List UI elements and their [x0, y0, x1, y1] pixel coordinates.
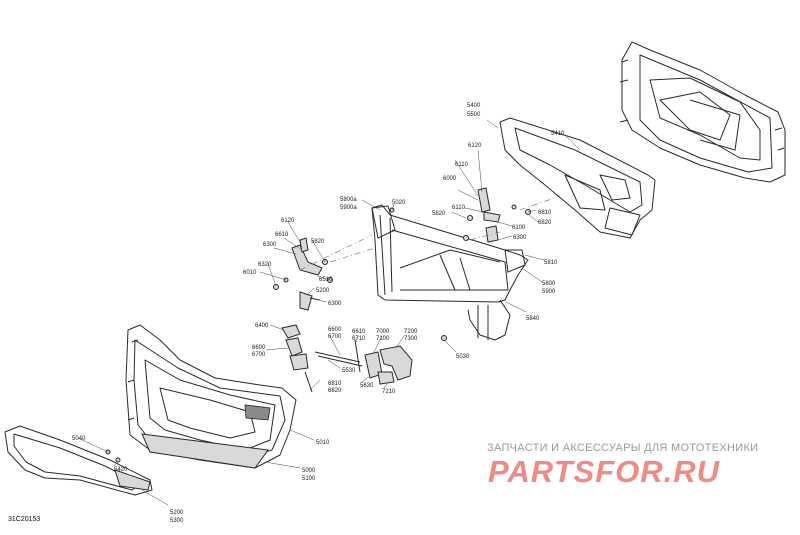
callout-5630: 5630 — [360, 383, 374, 389]
callout-leaders — [77, 119, 581, 506]
watermark-logo: PARTSFOR.RU — [488, 454, 721, 489]
callout-6120: 6120 — [281, 218, 295, 224]
callout-6110: 6110 — [452, 205, 466, 211]
callout-5530: 5530 — [342, 368, 356, 374]
callout-6700: 6700 — [328, 334, 342, 340]
callout-5410: 5410 — [551, 131, 565, 137]
outer-door-panel — [125, 324, 297, 469]
callout-6300: 6300 — [263, 242, 277, 248]
callout-6300: 6300 — [513, 235, 527, 241]
callout-6820: 6820 — [328, 388, 342, 394]
callout-5800a: 5800a — [340, 197, 357, 203]
assembly-centerlines — [299, 195, 561, 271]
callout-6300: 6300 — [328, 301, 342, 307]
callout-5000: 5000 — [302, 468, 316, 474]
callout-6820: 6820 — [538, 220, 552, 226]
callout-5420: 5420 — [114, 467, 128, 473]
callout-7000: 7000 — [376, 329, 390, 335]
callout-6000: 6000 — [443, 176, 457, 182]
door-assembly-view — [619, 41, 786, 183]
hinge-parts-left — [273, 237, 333, 311]
callout-7100: 7100 — [376, 336, 390, 342]
callout-5900: 5900 — [542, 289, 556, 295]
latch-mechanism — [281, 324, 447, 393]
lower-trim-panel — [4, 425, 153, 496]
callout-5820: 5820 — [311, 239, 325, 245]
callout-5010: 5010 — [316, 440, 330, 446]
callout-5200: 5200 — [170, 510, 184, 516]
watermark-tagline: ЗАПЧАСТИ И АКСЕССУАРЫ ДЛЯ МОТОТЕХНИКИ — [487, 442, 759, 454]
callout-6700: 6700 — [252, 352, 266, 358]
callout-5100: 5100 — [302, 476, 316, 482]
callout-5040: 5040 — [72, 436, 86, 442]
callout-6610: 6610 — [275, 232, 289, 238]
callout-6810: 6810 — [538, 210, 552, 216]
inner-door-panel — [499, 117, 656, 239]
diagram-code: 31C20153 — [8, 516, 41, 523]
callout-5840: 5840 — [526, 316, 540, 322]
callout-6600: 6600 — [328, 327, 342, 333]
callout-5020: 5020 — [392, 200, 406, 206]
callout-6600: 6600 — [252, 345, 266, 351]
callout-6510: 6510 — [319, 277, 333, 283]
callout-7210: 7210 — [382, 389, 396, 395]
door-frame — [371, 204, 529, 341]
callout-5200: 5200 — [316, 288, 330, 294]
callout-5800: 5800 — [542, 281, 556, 287]
callout-5400: 5400 — [467, 103, 481, 109]
callout-6120: 6120 — [468, 143, 482, 149]
callout-5820: 5820 — [432, 211, 446, 217]
callout-6400: 6400 — [255, 323, 269, 329]
callout-7200: 7200 — [404, 329, 418, 335]
callout-5500: 5500 — [467, 112, 481, 118]
callout-5300: 5300 — [170, 518, 184, 524]
callout-6610: 6610 — [352, 329, 366, 335]
callout-5030: 5030 — [456, 354, 470, 360]
callout-6710: 6710 — [352, 336, 366, 342]
hinge-parts-upper — [389, 187, 531, 243]
callout-5810: 5810 — [544, 260, 558, 266]
callout-labels: 5400 5500 5410 6120 6110 6000 6810 6820 … — [72, 103, 565, 524]
callout-6320: 6320 — [258, 262, 272, 268]
callout-7300: 7300 — [404, 336, 418, 342]
callout-6110: 6110 — [455, 162, 469, 168]
callout-6810: 6810 — [328, 381, 342, 387]
callout-6010: 6010 — [243, 270, 257, 276]
callout-5900a: 5900a — [340, 205, 357, 211]
callout-6100: 6100 — [512, 225, 526, 231]
